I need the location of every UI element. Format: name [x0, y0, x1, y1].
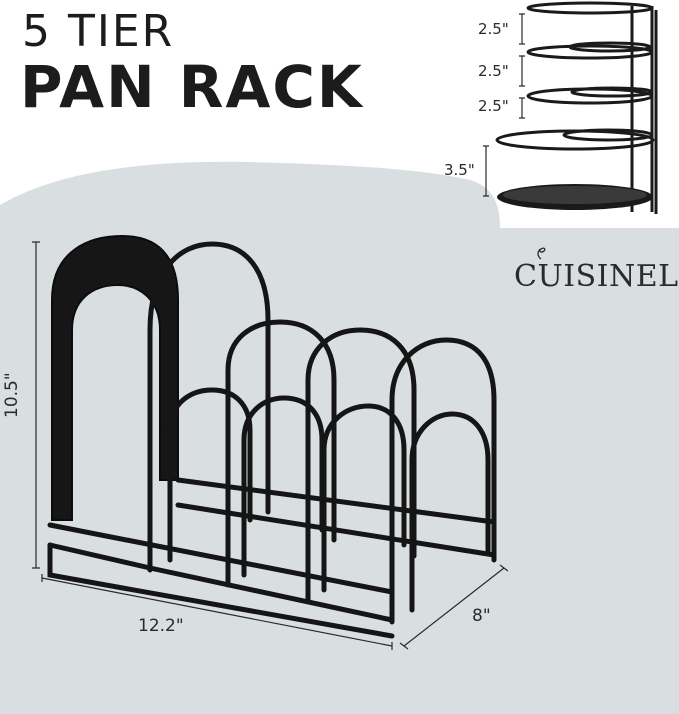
width-dimension: 12.2" — [138, 616, 184, 636]
tier-spacing-2: 2.5" — [478, 62, 509, 80]
brand-logo: CUISINEL — [514, 259, 679, 294]
tier-spacing-1: 2.5" — [478, 20, 509, 38]
height-dimension: 10.5" — [2, 372, 22, 418]
flourish-icon — [537, 247, 546, 260]
tier-spacing-4: 3.5" — [444, 161, 475, 179]
depth-dimension: 8" — [472, 606, 491, 626]
title-line-1: 5 TIER — [22, 6, 175, 57]
title-line-2: PAN RACK — [20, 53, 364, 121]
tier-spacing-3: 2.5" — [478, 97, 509, 115]
